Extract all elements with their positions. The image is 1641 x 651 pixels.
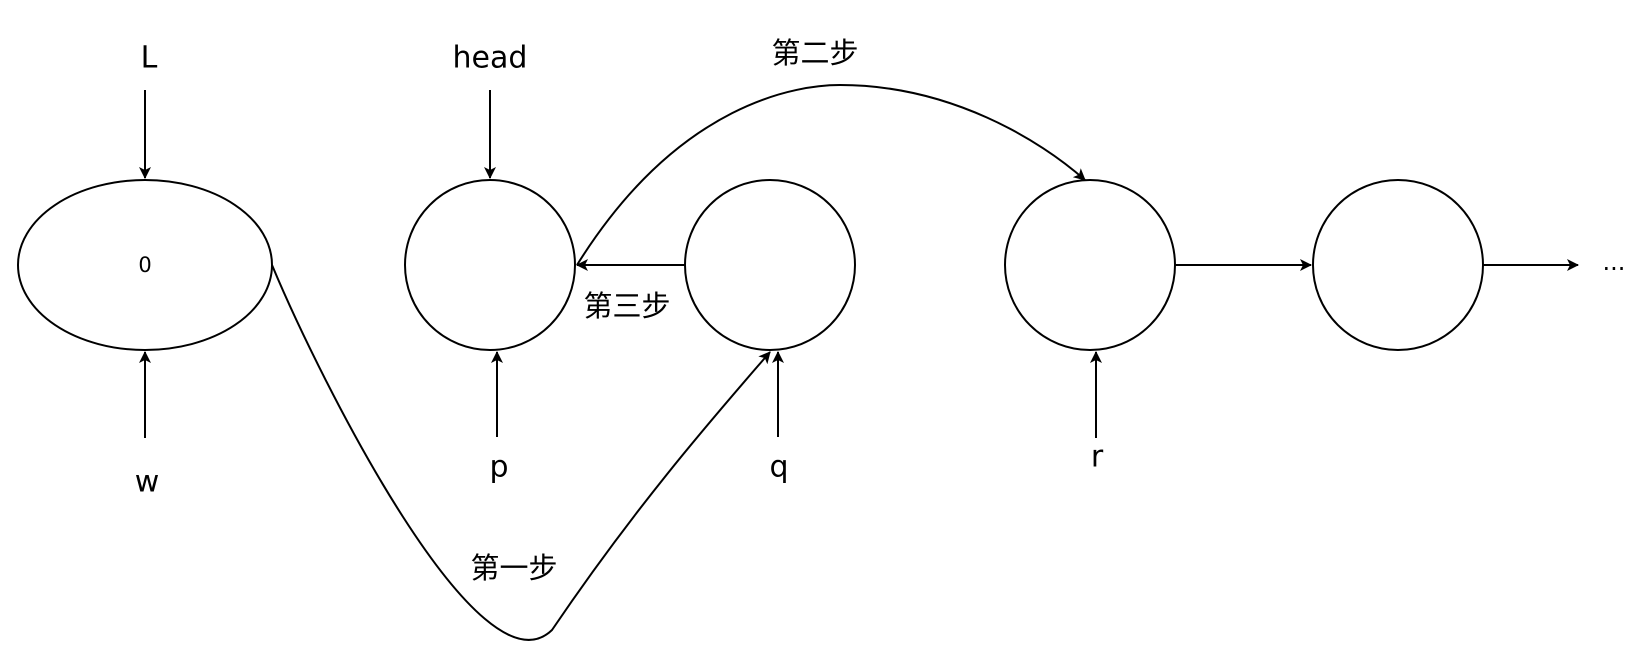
arrow-step1-head-node-to-node-2 — [271, 264, 771, 641]
step-label-step3: 第三步 — [583, 289, 670, 323]
list-node-3 — [1004, 179, 1176, 351]
head-node-value: 0 — [138, 253, 151, 277]
list-node-4 — [1312, 179, 1484, 351]
pointer-label-p: p — [489, 450, 508, 485]
pointer-label-head: head — [453, 41, 528, 76]
pointer-label-w: w — [135, 465, 160, 500]
step-label-step2: 第二步 — [771, 36, 858, 70]
list-node-1 — [404, 179, 576, 351]
arrow-step2-node-1-to-node-3 — [576, 83, 1086, 266]
list-continuation-ellipsis: ... — [1603, 248, 1626, 276]
pointer-label-L: L — [141, 41, 158, 76]
pointer-label-r: r — [1091, 440, 1104, 475]
list-node-2 — [684, 179, 856, 351]
pointer-label-q: q — [769, 450, 788, 485]
step-label-step1: 第一步 — [470, 551, 557, 585]
